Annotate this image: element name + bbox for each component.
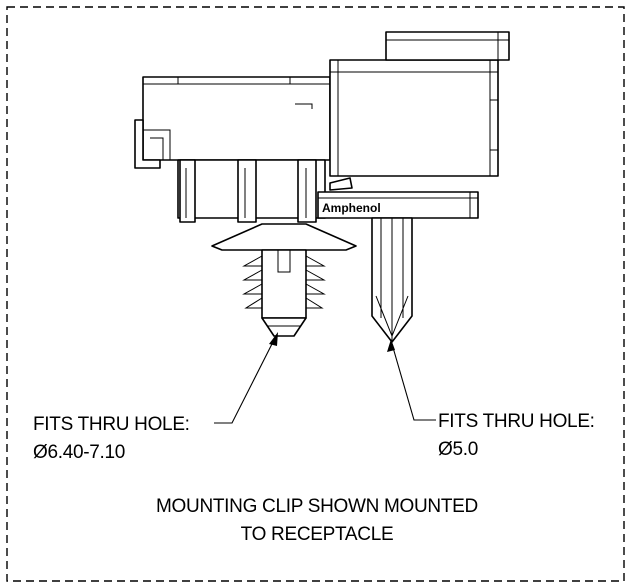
split-prong-pin bbox=[371, 217, 413, 343]
left-callout-line2: Ø6.40-7.10 bbox=[33, 442, 125, 463]
mounting-clip-body bbox=[177, 159, 479, 223]
caption-line1: MOUNTING CLIP SHOWN MOUNTED bbox=[156, 496, 478, 517]
dashed-border bbox=[6, 6, 625, 582]
left-callout-line1: FITS THRU HOLE: bbox=[33, 414, 190, 435]
right-callout-line2: Ø5.0 bbox=[438, 439, 478, 460]
caption-line2: TO RECEPTACLE bbox=[241, 524, 394, 545]
fir-tree-push-pin bbox=[211, 223, 357, 337]
right-callout-line1: FITS THRU HOLE: bbox=[438, 411, 595, 432]
receptacle-housing bbox=[134, 31, 510, 177]
left-callout-leader bbox=[214, 332, 278, 424]
right-callout-leader bbox=[387, 339, 436, 421]
brand-mark: Amphenol bbox=[322, 201, 381, 215]
